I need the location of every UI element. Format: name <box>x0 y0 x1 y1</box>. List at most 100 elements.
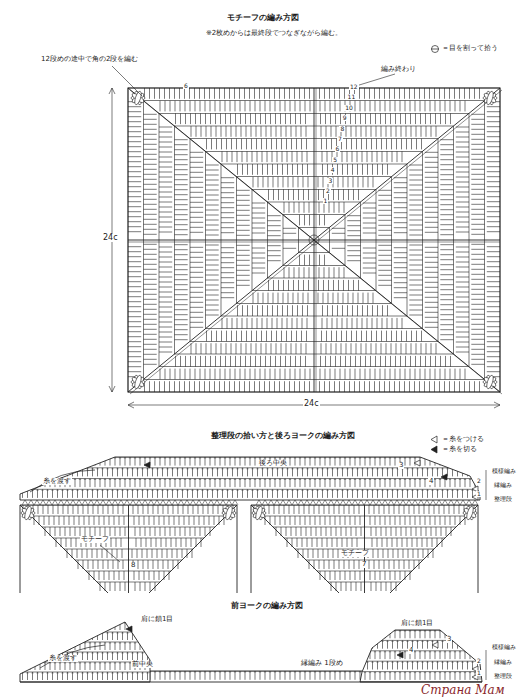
stitch-stroke <box>440 169 453 170</box>
stitch-stroke <box>261 139 262 150</box>
stitch-stroke <box>105 479 106 488</box>
stitch-stroke <box>206 190 219 191</box>
stitch-stroke <box>220 356 221 367</box>
stitch-stroke <box>335 113 336 124</box>
stitch-stroke <box>409 265 422 266</box>
stitch-stroke <box>355 113 356 124</box>
stitch-stroke <box>65 457 66 466</box>
stitch-stroke <box>175 319 188 320</box>
stitch-stroke <box>440 159 453 160</box>
stitch-stroke <box>128 240 314 241</box>
stitch-stroke <box>356 331 357 342</box>
stitch-stroke <box>430 369 431 380</box>
stitch-stroke <box>206 315 219 316</box>
stitch-stroke <box>332 233 345 234</box>
motif-chart <box>128 88 502 394</box>
stitch-stroke <box>222 468 223 477</box>
stitch-stroke <box>322 305 323 316</box>
stitch-stroke <box>449 458 451 459</box>
stitch-stroke <box>445 113 446 124</box>
stitch-stroke <box>347 245 360 246</box>
stitch-stroke <box>410 113 411 124</box>
stitch-stroke <box>261 468 263 469</box>
stitch-stroke <box>371 139 372 150</box>
stitch-stroke <box>354 458 356 459</box>
stitch-stroke <box>124 458 126 459</box>
stitch-stroke <box>390 113 391 124</box>
stitch-stroke <box>128 336 141 337</box>
stitch-stroke <box>170 479 171 488</box>
stitch-stroke <box>469 381 470 392</box>
stitch-stroke <box>122 468 123 477</box>
stitch-stroke <box>128 326 141 327</box>
stitch-stroke <box>144 284 157 285</box>
stitch-stroke <box>409 185 422 186</box>
stitch-stroke <box>487 116 500 117</box>
stitch-stroke <box>409 250 422 251</box>
stitch-stroke <box>349 381 350 392</box>
stitch-stroke <box>164 381 165 392</box>
stitch-stroke <box>299 381 300 392</box>
stitch-stroke <box>456 232 469 233</box>
stitch-stroke <box>289 458 291 459</box>
stitch-stroke <box>343 280 344 291</box>
stitch-stroke <box>330 113 331 124</box>
stitch-stroke <box>159 247 172 248</box>
stitch-stroke <box>190 292 203 293</box>
stitch-stroke <box>144 329 157 330</box>
stitch-stroke <box>336 331 337 342</box>
stitch-stroke <box>79 479 81 480</box>
stitch-stroke <box>281 139 282 150</box>
stitch-stroke <box>298 189 299 200</box>
stitch-stroke <box>377 151 378 162</box>
stitch-stroke <box>411 139 412 150</box>
stitch-stroke <box>190 227 203 228</box>
stitch-stroke <box>385 457 386 466</box>
stitch-stroke <box>329 88 330 99</box>
stitch-stroke <box>471 204 484 205</box>
stitch-stroke <box>128 196 141 197</box>
stitch-stroke <box>319 267 320 278</box>
stitch-stroke <box>471 174 484 175</box>
stitch-stroke <box>440 229 453 230</box>
stitch-stroke <box>471 244 484 245</box>
stitch-stroke <box>288 280 289 291</box>
stitch-stroke <box>231 343 232 354</box>
stitch-stroke <box>237 270 250 271</box>
stitch-stroke <box>367 318 368 329</box>
stitch-stroke <box>169 381 170 392</box>
stitch-stroke <box>185 113 186 124</box>
stitch-stroke <box>101 468 103 469</box>
stitch-stroke <box>190 257 203 258</box>
stitch-stroke <box>396 126 397 137</box>
stitch-stroke <box>445 369 446 380</box>
stitch-stroke <box>409 315 422 316</box>
stitch-stroke <box>425 202 438 203</box>
stitch-stroke <box>319 255 320 266</box>
stitch-stroke <box>35 479 36 488</box>
stitch-stroke <box>456 227 469 228</box>
stitch-stroke <box>487 326 500 327</box>
stitch-stroke <box>404 381 405 392</box>
stitch-stroke <box>365 113 366 124</box>
stitch-stroke <box>225 101 226 112</box>
stitch-stroke <box>199 381 200 392</box>
stitch-stroke <box>155 457 156 466</box>
stitch-stroke <box>487 151 500 152</box>
stitch-stroke <box>147 468 148 477</box>
stitch-stroke <box>128 366 141 367</box>
stitch-stroke <box>456 277 469 278</box>
stitch-stroke <box>415 369 416 380</box>
stitch-stroke <box>336 468 338 469</box>
stitch-stroke <box>89 479 91 480</box>
stitch-stroke <box>128 126 141 127</box>
stitch-stroke <box>456 272 469 273</box>
stitch-stroke <box>421 139 422 150</box>
stitch-stroke <box>370 113 371 124</box>
stitch-stroke <box>242 305 243 316</box>
stitch-stroke <box>374 479 376 480</box>
stitch-stroke <box>330 101 331 112</box>
stitch-stroke <box>266 126 267 137</box>
stitch-stroke <box>224 381 225 392</box>
stitch-stroke <box>252 203 265 204</box>
